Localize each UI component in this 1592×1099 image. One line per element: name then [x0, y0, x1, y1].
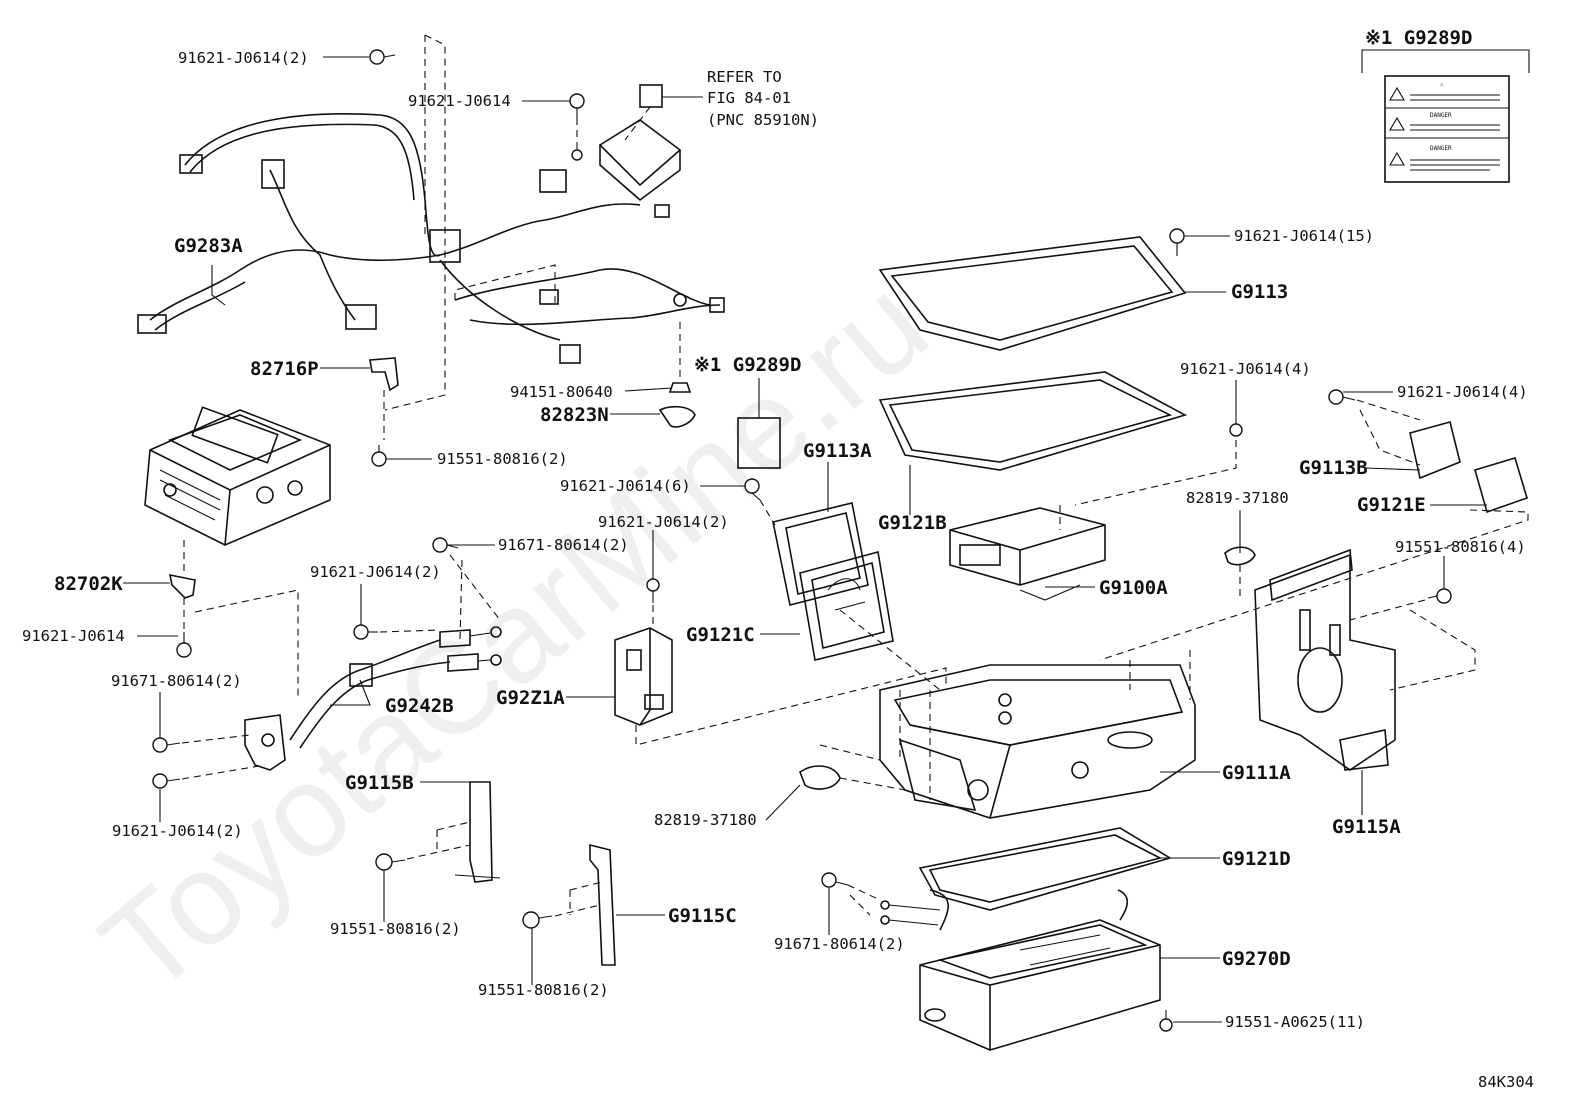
label-g92z1a: G92Z1A [496, 687, 565, 709]
label-g9115b: G9115B [345, 772, 414, 794]
leader-lines [123, 56, 1487, 1023]
label-g9121b: G9121B [878, 512, 947, 534]
label-91621-j0614-a: 91621-J0614 [408, 92, 511, 110]
label-g9100a: G9100A [1099, 577, 1168, 599]
case-g9270d [919, 889, 1161, 1051]
gasket-g9113 [878, 236, 1187, 351]
label-g9242b: G9242B [385, 695, 454, 717]
label-91621-j0614-2-c: 91621-J0614(2) [112, 822, 243, 840]
case-g9111a [879, 664, 1196, 819]
gasket-g9121b [878, 371, 1188, 471]
bolt-91621-j0614-15 [1169, 228, 1185, 256]
label-g9113: G9113 [1231, 281, 1288, 303]
label-row-1: ⚠ [1440, 81, 1444, 88]
bracket-82716p [369, 357, 399, 392]
label-91551-80816-4: 91551-80816(4) [1395, 538, 1526, 556]
bolt-91621-j0614-b [176, 632, 192, 658]
label-g9111a: G9111A [1222, 762, 1291, 784]
label-g9121d: G9121D [1222, 848, 1291, 870]
label-82716p: 82716P [250, 358, 319, 380]
bracket-g9115b [469, 781, 493, 883]
label-91551-a0625: 91551-A0625(11) [1225, 1013, 1365, 1031]
label-91621-j0614-6: 91621-J0614(6) [560, 477, 691, 495]
bolt-91621-j0614-2-c [152, 773, 181, 789]
label-refer-to: REFER TO [707, 68, 782, 86]
label-91621-j0614-15: 91621-J0614(15) [1234, 227, 1374, 245]
figure-code: 84K304 [1478, 1073, 1534, 1091]
watermark: ToyotaCarMine.ru [74, 250, 954, 1021]
bolt-91551-80816-b [375, 853, 406, 871]
label-row-2: DANGER [1430, 112, 1452, 119]
label-91621-j0614-2-d: 91621-J0614(2) [598, 513, 729, 531]
cable-g9242b [244, 626, 502, 771]
inverter-assembly [144, 406, 331, 546]
bolt-91551-80816-c [522, 911, 553, 929]
part-82823n [658, 405, 696, 428]
label-82819-37180-b: 82819-37180 [1186, 489, 1289, 507]
ecu-g9100a [949, 507, 1106, 601]
bolt-91621-j0614-4-a [1229, 416, 1243, 437]
bolt-91671-80614-c [821, 872, 849, 888]
cover-g9121e [1474, 457, 1528, 514]
sensor-82819-a [799, 765, 841, 790]
label-91671-80614-c: 91671-80614(2) [774, 935, 905, 953]
gasket-g9121d [918, 827, 1172, 911]
label-91621-j0614-4-b: 91621-J0614(4) [1397, 383, 1528, 401]
label-g9115a: G9115A [1332, 816, 1401, 838]
label-94151-80640: 94151-80640 [510, 383, 613, 401]
label-91621-j0614-2-b: 91621-J0614(2) [310, 563, 441, 581]
bolt-91671-80614-b [152, 737, 181, 753]
bracket-82702k [168, 573, 196, 599]
label-82823n: 82823N [540, 404, 609, 426]
bracket-g9115a [1254, 548, 1396, 771]
bolt-91621-j0614-2-top [369, 49, 396, 65]
label-g9283a: G9283A [174, 235, 243, 257]
label-91551-80816-a: 91551-80816(2) [437, 450, 568, 468]
cover-g9113a [772, 502, 869, 606]
label-91621-j0614-4-a: 91621-J0614(4) [1180, 360, 1311, 378]
label-g9115c: G9115C [668, 905, 737, 927]
label-g9121e: G9121E [1357, 494, 1426, 516]
label-82702k: 82702K [54, 573, 123, 595]
bolt-91551-80816-4 [1427, 588, 1452, 604]
warning-label-g9289d: ⚠ DANGER DANGER [1361, 49, 1530, 183]
label-82819-37180-a: 82819-37180 [654, 811, 757, 829]
label-g9289d-top: ※1 G9289D [1365, 27, 1472, 49]
label-91551-80816-c: 91551-80816(2) [478, 981, 609, 999]
sensor-82819-b [1224, 546, 1256, 566]
label-g9113b: G9113B [1299, 457, 1368, 479]
label-91621-j0614-2-top: 91621-J0614(2) [178, 49, 309, 67]
label-refer-fig: FIG 84-01 [707, 89, 791, 107]
gasket-g9121c [799, 550, 894, 661]
label-row-3: DANGER [1430, 145, 1452, 152]
bracket-g9115c [589, 843, 616, 966]
nut-94151-80640 [668, 382, 692, 393]
label-g9270d: G9270D [1222, 948, 1291, 970]
label-g9121c: G9121C [686, 624, 755, 646]
label-91551-80816-b: 91551-80816(2) [330, 920, 461, 938]
label-91621-j0614-b: 91621-J0614 [22, 627, 125, 645]
bolt-91551-80816-a [371, 445, 387, 467]
cover-g9113b [1409, 421, 1461, 480]
bolt-91621-j0614-2-d [646, 578, 660, 603]
label-refer-pnc: (PNC 85910N) [707, 111, 819, 129]
bolt-91551-a0625 [1159, 1010, 1173, 1032]
module-g92z1a [614, 627, 673, 726]
label-91671-80614-a: 91671-80614(2) [111, 672, 242, 690]
label-91671-80614-b: 91671-80614(2) [498, 536, 629, 554]
bolt-91621-j0614-a [569, 93, 585, 161]
label-g9289d-mid: ※1 G9289D [694, 354, 801, 376]
bolt-91621-j0614-2-b [353, 624, 378, 640]
bolt-91621-j0614-4-b [1328, 389, 1356, 405]
wire-harness-g9283a [137, 84, 725, 364]
label-g9113a: G9113A [803, 440, 872, 462]
